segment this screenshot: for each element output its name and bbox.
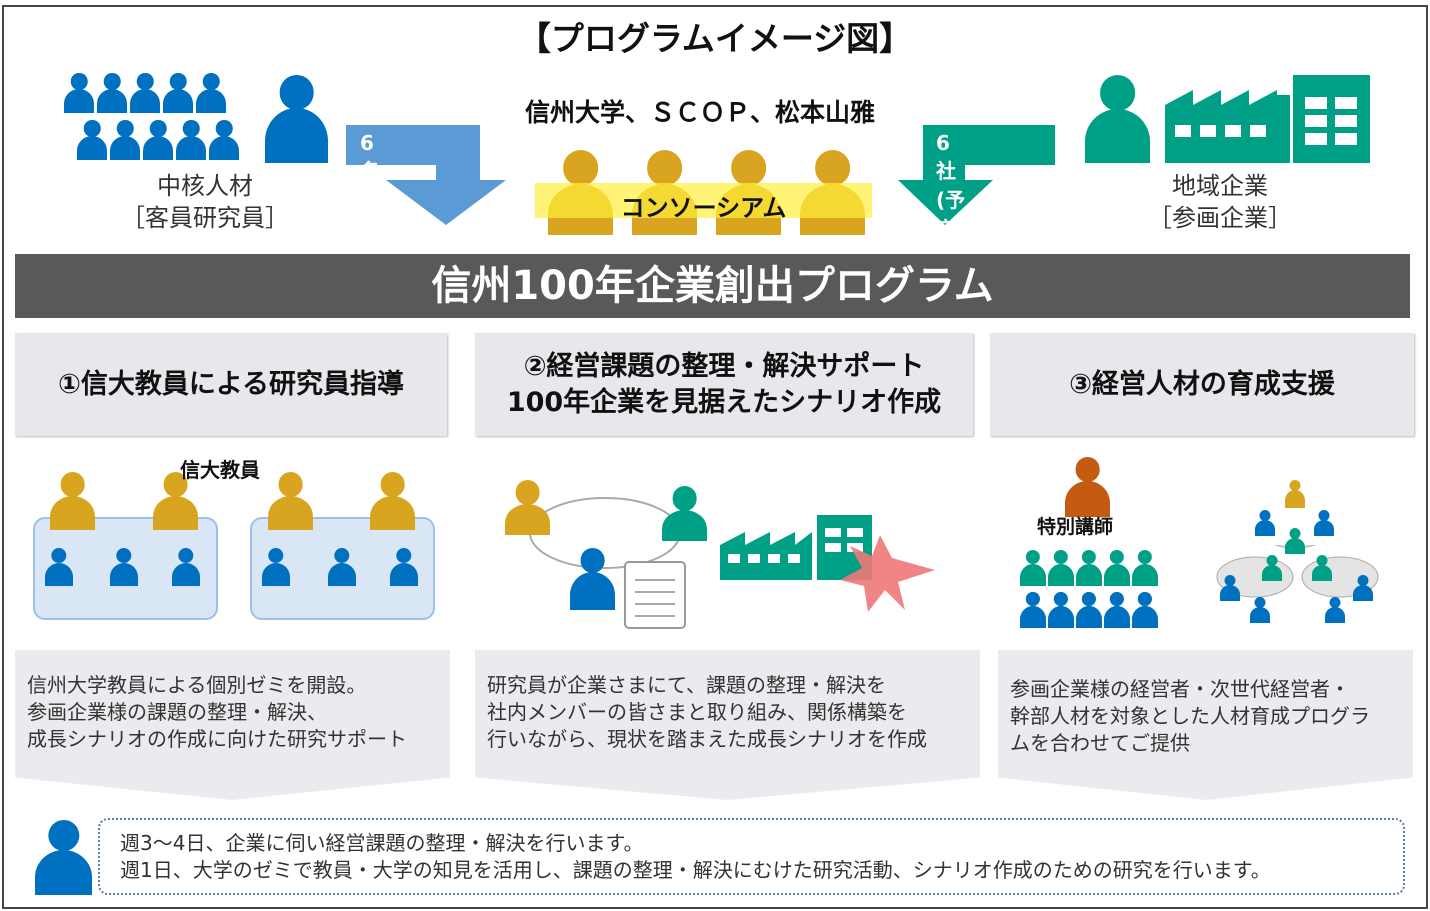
description-line: 幹部人材を対象とした人材育成プログラ xyxy=(1010,704,1370,728)
person-icon xyxy=(110,548,138,586)
pillar-2-description: 研究員が企業さまにて、課題の整理・解決を 社内メンバーの皆さまと取り組み、関係構… xyxy=(475,650,980,800)
description-line: 参画企業様の経営者・次世代経営者・ xyxy=(1010,677,1350,701)
person-icon xyxy=(1250,597,1270,623)
companies-count: 6社(予定) xyxy=(936,131,966,241)
researchers-sublabel: ［客員研究員］ xyxy=(121,204,289,232)
pillar-2-title: ②経営課題の整理・解決サポート 100年企業を見据えたシナリオ作成 xyxy=(475,333,973,436)
person-icon xyxy=(77,120,107,160)
person-icon xyxy=(209,120,239,160)
person-icon xyxy=(1020,550,1046,586)
pillar-3-description: 参画企業様の経営者・次世代経営者・ 幹部人材を対象とした人材育成プログラ ムを合… xyxy=(998,650,1413,800)
person-icon xyxy=(1076,550,1102,586)
person-icon xyxy=(1312,555,1332,581)
person-icon xyxy=(35,820,92,895)
person-icon xyxy=(1076,592,1102,628)
person-icon xyxy=(1220,575,1240,601)
pillar-3-title-text: ③経営人材の育成支援 xyxy=(1069,368,1335,400)
researchers-label: 中核人材 xyxy=(157,172,253,200)
pillar-1-title-text: ①信大教員による研究員指導 xyxy=(57,368,405,400)
pillar-2-title-line2: 100年企業を見据えたシナリオ作成 xyxy=(506,386,942,418)
factory-building-icon xyxy=(1165,75,1370,163)
person-icon xyxy=(262,548,290,586)
person-icon xyxy=(570,548,615,610)
person-icon xyxy=(130,73,160,113)
person-icon xyxy=(1353,575,1373,601)
diagram-frame xyxy=(2,5,1428,909)
person-icon xyxy=(328,548,356,586)
person-icon xyxy=(1325,597,1345,623)
person-icon xyxy=(45,548,73,586)
schedule-note: 週3～4日、企業に伺い経営課題の整理・解決を行います。 週1日、大学のゼミで教員… xyxy=(98,818,1405,895)
person-icon xyxy=(370,472,415,530)
description-line: 参画企業様の課題の整理・解決、 xyxy=(27,700,327,724)
person-icon xyxy=(1048,592,1074,628)
pillar-1-description: 信州大学教員による個別ゼミを開設。 参画企業様の課題の整理・解決、 成長シナリオ… xyxy=(15,650,450,800)
person-icon xyxy=(1132,550,1158,586)
description-line: 研究員が企業さまにて、課題の整理・解決を xyxy=(487,673,886,697)
pillar-3-title: ③経営人材の育成支援 xyxy=(990,333,1414,436)
person-icon xyxy=(1255,510,1275,536)
pillar-2-title-line1: ②経営課題の整理・解決サポート xyxy=(523,350,925,382)
consulting-illustration xyxy=(529,497,935,629)
person-icon xyxy=(176,120,206,160)
person-icon xyxy=(97,73,127,113)
description-line: 行いながら、現状を踏まえた成長シナリオを作成 xyxy=(487,727,927,751)
person-icon xyxy=(64,73,94,113)
person-icon xyxy=(662,486,707,541)
person-icon xyxy=(265,75,328,163)
person-icon xyxy=(50,472,95,530)
person-icon xyxy=(1085,75,1150,163)
note-line-2: 週1日、大学のゼミで教員・大学の知見を活用し、課題の整理・解決にむけた研究活動、… xyxy=(120,858,1271,882)
consortium-label: コンソーシアム xyxy=(620,194,787,222)
person-icon xyxy=(1104,592,1130,628)
person-icon xyxy=(1285,528,1305,554)
person-icon xyxy=(1065,457,1110,517)
description-line: 成長シナリオの作成に向けた研究サポート xyxy=(27,727,407,751)
companies-sublabel: ［参画企業］ xyxy=(1148,204,1292,232)
program-title-bar: 信州100年企業創出プログラム xyxy=(15,254,1410,318)
person-icon xyxy=(1285,480,1305,508)
person-icon xyxy=(1020,592,1046,628)
person-icon xyxy=(110,120,140,160)
person-icon xyxy=(163,73,193,113)
researchers-count: 6名(予定) xyxy=(360,131,390,241)
diagram-title: 【プログラムイメージ図】 xyxy=(517,19,913,58)
description-line: 信州大学教員による個別ゼミを開設。 xyxy=(27,673,367,697)
person-icon xyxy=(1104,550,1130,586)
person-icon xyxy=(505,480,550,535)
person-icon xyxy=(172,548,200,586)
special-lecturer-label: 特別講師 xyxy=(1037,516,1114,538)
person-icon xyxy=(153,472,198,530)
consortium-members: 信州大学、ＳＣＯＰ、松本山雅 xyxy=(524,98,875,127)
consortium-highlight xyxy=(535,183,872,218)
companies-label: 地域企業 xyxy=(1172,172,1268,200)
person-icon xyxy=(196,73,226,113)
faculty-label: 信大教員 xyxy=(180,458,260,482)
person-icon xyxy=(143,120,173,160)
note-line-1: 週3～4日、企業に伺い経営課題の整理・解決を行います。 xyxy=(120,831,644,855)
person-icon xyxy=(1048,550,1074,586)
description-line: 社内メンバーの皆さまと取り組み、関係構築を xyxy=(487,700,907,724)
person-icon xyxy=(1262,555,1282,581)
person-icon xyxy=(268,472,313,530)
person-icon xyxy=(390,548,418,586)
pillar-1-title: ①信大教員による研究員指導 xyxy=(15,333,447,436)
person-icon xyxy=(1132,592,1158,628)
person-icon xyxy=(1314,510,1334,536)
description-line: ムを合わせてご提供 xyxy=(1010,731,1190,755)
